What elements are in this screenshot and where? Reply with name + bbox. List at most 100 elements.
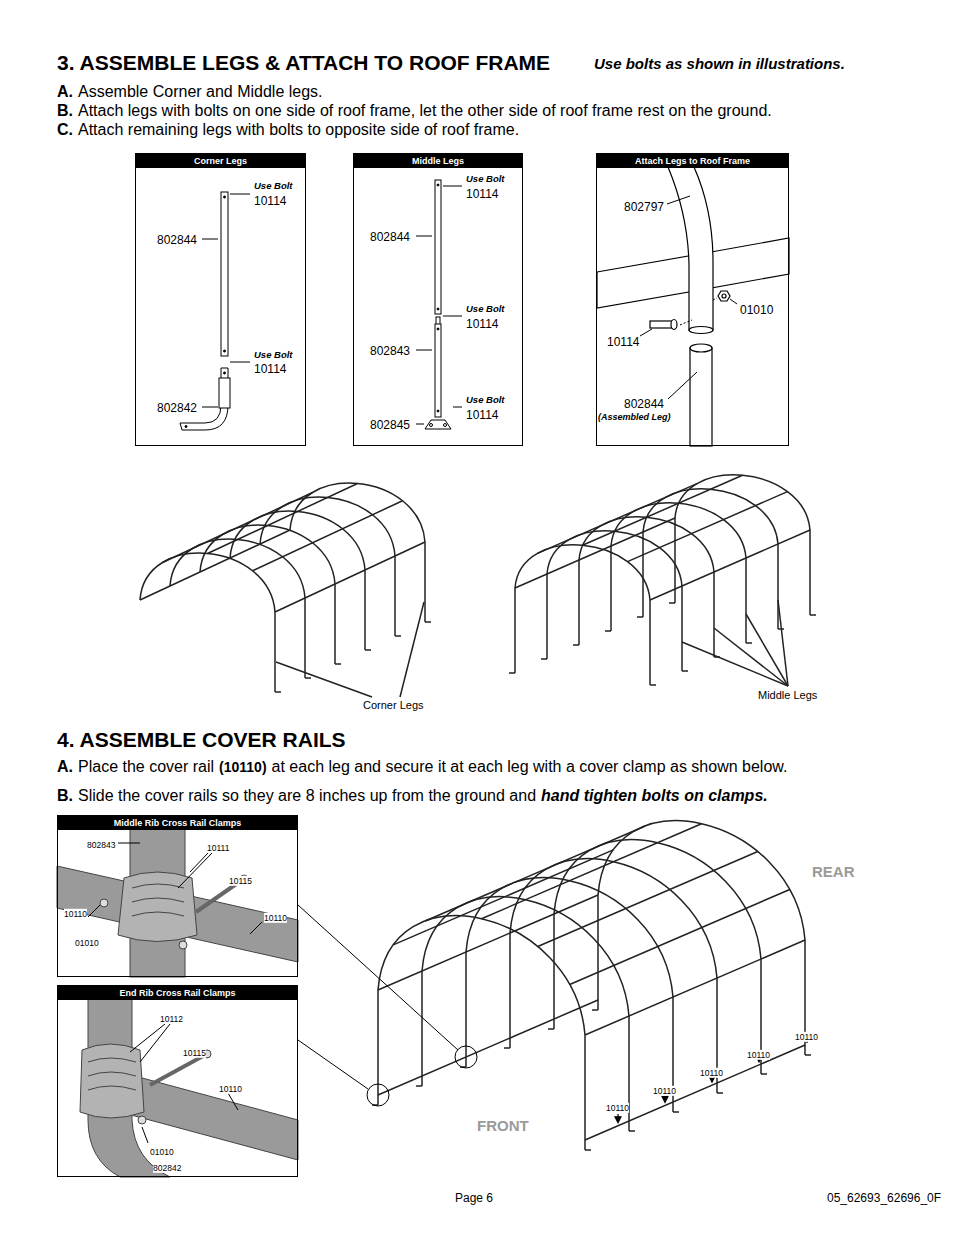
- label-text: Slide the cover rails so they are 8 inch…: [78, 787, 536, 804]
- leader-lines: [730, 299, 737, 304]
- leg-foot: [395, 635, 401, 637]
- label-text: 05_62693_62696_0F: [827, 1191, 941, 1205]
- middle-rib-clamp: [132, 884, 184, 916]
- leg-foot: [717, 1092, 723, 1094]
- roof-arch: [547, 531, 682, 586]
- label-text: at each leg and secure it at each leg wi…: [272, 758, 788, 775]
- text-row: 10110: [219, 1078, 242, 1096]
- text-row: FRONT: [477, 1117, 529, 1135]
- text-row: 10110: [795, 1026, 818, 1044]
- roof-arch: [200, 525, 335, 584]
- panel-header: End Rib Cross Rail Clamps: [58, 986, 297, 1000]
- purlin: [538, 483, 698, 553]
- leader-line: [714, 628, 788, 686]
- leg-foot: [805, 1054, 811, 1056]
- end-rib-clamp: [150, 1055, 205, 1085]
- leader-lines: [640, 196, 737, 399]
- label-text: 10114: [607, 335, 639, 349]
- roof-arch: [643, 489, 778, 544]
- corner-leg-parts: [224, 196, 226, 198]
- text-row: 10114: [466, 314, 498, 332]
- label-text: 01010: [150, 1147, 174, 1157]
- label-text: 802797: [624, 200, 664, 214]
- label-text: 10110: [264, 913, 287, 923]
- label-text: 10114: [466, 317, 498, 331]
- purlin: [650, 530, 810, 600]
- text-row: Corner Legs: [363, 695, 424, 713]
- label-text: Use Bolt: [254, 349, 293, 360]
- label-text: 01010: [75, 938, 99, 948]
- leg: [777, 544, 779, 629]
- label-text: 10110: [700, 1068, 723, 1078]
- roof-arch: [675, 475, 810, 530]
- label-text: 4. ASSEMBLE COVER RAILS: [57, 728, 346, 751]
- leg-foot: [275, 691, 281, 693]
- leader-line: [682, 642, 788, 686]
- leg: [509, 933, 511, 1048]
- label-text: Corner Legs: [363, 699, 424, 711]
- text-row: Page 6: [455, 1188, 493, 1206]
- label-text: REAR: [812, 863, 855, 880]
- panel-title: Attach Legs to Roof Frame: [635, 156, 750, 166]
- text-row: 10114: [466, 405, 498, 423]
- label-text: 10115: [183, 1048, 206, 1058]
- leg: [334, 584, 336, 664]
- label-text: 10114: [254, 194, 286, 208]
- end-rib-clamp: [80, 998, 298, 1177]
- text-row: Use Bolt: [466, 298, 505, 316]
- label-text: 10115: [229, 876, 252, 886]
- text-row: 10111: [207, 837, 229, 855]
- leg-foot: [573, 644, 579, 646]
- purlin: [393, 850, 613, 945]
- leg-foot: [548, 1028, 554, 1030]
- leg-foot: [669, 602, 675, 604]
- end-rib-clamp: [138, 1116, 146, 1124]
- panel-header: Corner Legs: [136, 154, 305, 168]
- label-text: 01010: [740, 303, 773, 317]
- label-text: Page 6: [455, 1191, 493, 1205]
- leader-lines: [88, 905, 100, 917]
- leg: [649, 600, 651, 685]
- middle-leg-parts: [435, 324, 441, 417]
- purlin: [378, 895, 598, 990]
- leader-lines: [443, 316, 462, 317]
- detail-callouts: [298, 905, 477, 1106]
- leg: [377, 990, 379, 1105]
- leader-lines: [88, 843, 262, 934]
- corner-leg-parts: [221, 192, 228, 356]
- text-row: 4. ASSEMBLE COVER RAILS: [57, 728, 346, 752]
- text-row: 10110: [700, 1062, 723, 1080]
- panel-title: End Rib Cross Rail Clamps: [119, 988, 235, 998]
- text-row: 10110: [64, 903, 87, 921]
- text-row: 10110: [747, 1044, 770, 1062]
- label-text: 802844: [624, 397, 664, 411]
- label-text: C.: [57, 121, 73, 138]
- text-row: 10115: [183, 1042, 206, 1060]
- text-row: C.Attach remaining legs with bolts to op…: [57, 121, 519, 139]
- label-text: Use Bolt: [466, 394, 505, 405]
- purlin: [425, 826, 645, 921]
- leader-lines: [178, 853, 212, 888]
- cover-rail: [378, 1000, 598, 1095]
- text-row: Use Bolt: [466, 389, 505, 407]
- leg: [424, 542, 426, 622]
- text-row: Use Bolt: [466, 168, 505, 186]
- leg-foot: [605, 630, 611, 632]
- roof-joint-parts: [722, 294, 726, 298]
- roof-arch: [140, 553, 275, 612]
- middle-leg-parts: [430, 424, 433, 427]
- purlin: [585, 940, 805, 1035]
- text-row: REAR: [812, 863, 855, 881]
- roof-joint-parts: [689, 327, 713, 334]
- label-text: 10110: [795, 1032, 818, 1042]
- purlin: [140, 530, 290, 600]
- label-text: B.: [57, 102, 73, 119]
- leader-line: [746, 614, 788, 686]
- label-text: 802845: [370, 418, 410, 432]
- label-text: B.: [57, 787, 73, 804]
- leader-lines: [667, 196, 690, 204]
- leg: [628, 1016, 630, 1131]
- label-text: Use Bolt: [466, 303, 505, 314]
- purlin: [570, 889, 790, 984]
